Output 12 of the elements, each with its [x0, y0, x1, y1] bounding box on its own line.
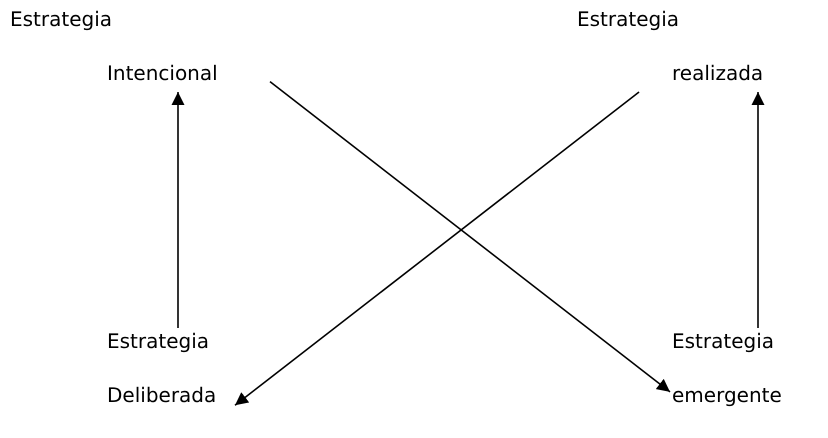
arrow	[270, 81, 670, 393]
node-text: emergente	[672, 382, 782, 408]
node-text: Estrategia	[10, 6, 112, 32]
node-text: Estrategia	[107, 328, 210, 354]
node-text: realizada	[672, 60, 764, 86]
node-text: Estrategia	[577, 6, 680, 32]
node-text: Estrategia	[672, 328, 774, 354]
arrow	[752, 92, 764, 328]
arrow	[234, 91, 640, 406]
node-text: Intencional	[107, 60, 218, 86]
arrow	[172, 92, 184, 328]
node-text: Deliberada	[107, 382, 216, 408]
